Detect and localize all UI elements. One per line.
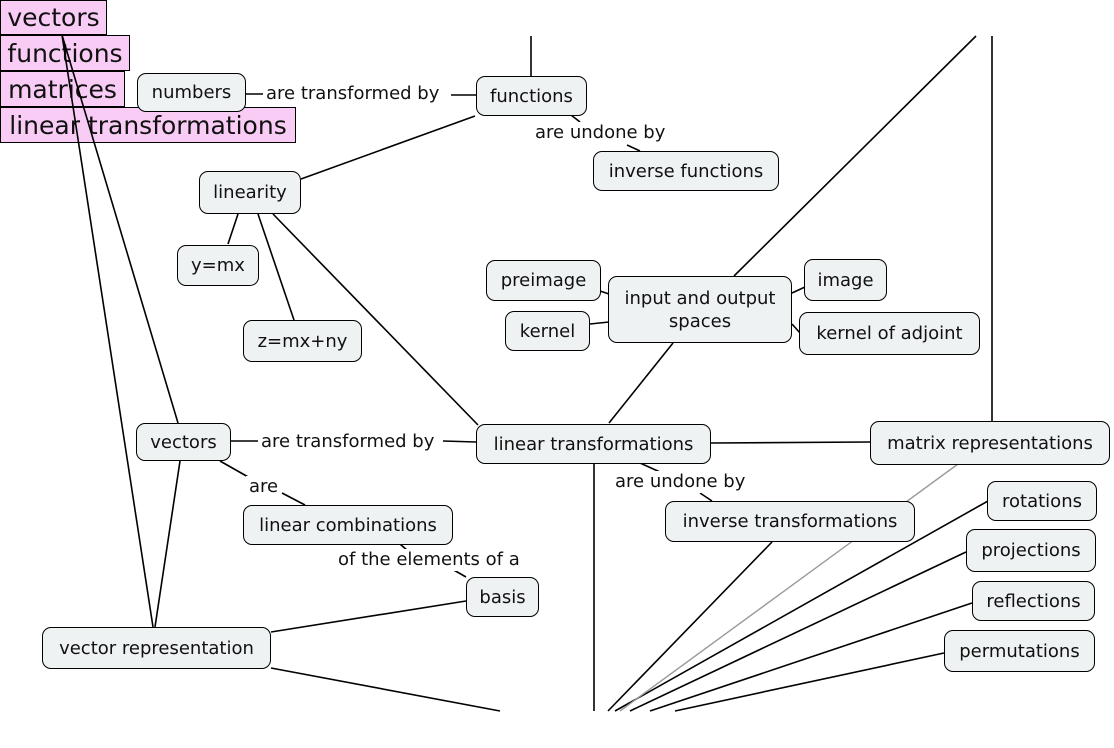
node-inverse-transformations: inverse transformations xyxy=(665,501,915,542)
edge-undone-inverse-transformations xyxy=(699,492,713,502)
edge-lt-undone xyxy=(639,462,661,473)
node-projections: projections xyxy=(966,529,1096,572)
node-rotations: rotations xyxy=(987,481,1097,521)
edge-reflections-bottom xyxy=(649,602,973,712)
edge-matrices-top-spaces xyxy=(733,35,977,277)
edge-image-spaces xyxy=(791,286,806,294)
edge-transformed-lt xyxy=(442,440,477,443)
node-linearity: linearity xyxy=(199,171,301,214)
edge-linearity-lt xyxy=(272,213,479,426)
edge-vectors-vector-representation xyxy=(154,460,181,628)
node-functions: functions xyxy=(476,76,587,116)
top-node-matrices: matrices xyxy=(0,71,125,107)
link-label-numbers-functions: are transformed by xyxy=(263,83,443,105)
edge-spaces-lt xyxy=(608,342,674,424)
edge-vectors-top-vectors xyxy=(61,34,179,424)
top-node-linear-transformations: linear transformations xyxy=(0,107,296,143)
node-basis: basis xyxy=(466,577,539,617)
edge-kernel-adjoint-spaces xyxy=(791,323,801,334)
node-reflections: reflections xyxy=(972,581,1095,621)
node-vector-representation: vector representation xyxy=(42,627,271,669)
edge-vectors-top-vector-representation xyxy=(61,34,154,628)
edge-vectors-are xyxy=(219,460,251,479)
edge-inverse-transformations-bottom xyxy=(607,541,773,712)
node-kernel: kernel xyxy=(505,311,590,351)
node-kernel-of-adjoint: kernel of adjoint xyxy=(799,312,980,355)
edge-undone-inverse-functions xyxy=(626,144,641,152)
link-label-vectors-lt: are transformed by xyxy=(258,431,438,453)
node-z-mx-ny: z=mx+ny xyxy=(243,320,362,362)
edge-are-linear-combinations xyxy=(281,492,306,506)
node-inverse-functions: inverse functions xyxy=(593,151,779,191)
edge-vector-representation-bottom xyxy=(270,667,501,712)
edge-lt-matrix-rep xyxy=(710,441,871,444)
link-label-lc-basis: of the elements of a xyxy=(335,549,523,571)
edge-linearity-y-mx xyxy=(227,213,239,245)
node-numbers: numbers xyxy=(137,73,246,112)
node-permutations: permutations xyxy=(944,630,1095,672)
node-y-mx: y=mx xyxy=(177,245,259,286)
link-label-lt-inverse: are undone by xyxy=(612,471,749,493)
node-input-output-spaces: input and output spaces xyxy=(608,276,792,343)
node-preimage: preimage xyxy=(486,260,601,301)
edge-projections-bottom xyxy=(629,551,967,712)
node-image: image xyxy=(804,259,887,301)
link-label-vectors-are: are xyxy=(246,476,282,498)
edge-permutations-bottom xyxy=(674,652,945,712)
edge-preimage-spaces xyxy=(599,290,610,295)
edge-functions-linearity xyxy=(300,115,476,180)
edge-basis-vector-representation xyxy=(270,600,467,633)
link-label-functions-inverse: are undone by xyxy=(532,122,669,144)
edge-rotations-bottom xyxy=(614,500,989,712)
edge-functions-undone xyxy=(570,114,581,123)
node-vectors: vectors xyxy=(136,423,231,461)
node-matrix-representations: matrix representations xyxy=(870,421,1110,465)
node-linear-combinations: linear combinations xyxy=(243,505,453,545)
node-linear-transformations: linear transformations xyxy=(476,424,711,464)
top-node-vectors: vectors xyxy=(0,0,107,35)
edge-kernel-spaces xyxy=(589,321,610,325)
edge-linearity-z-mx-ny xyxy=(257,213,295,321)
